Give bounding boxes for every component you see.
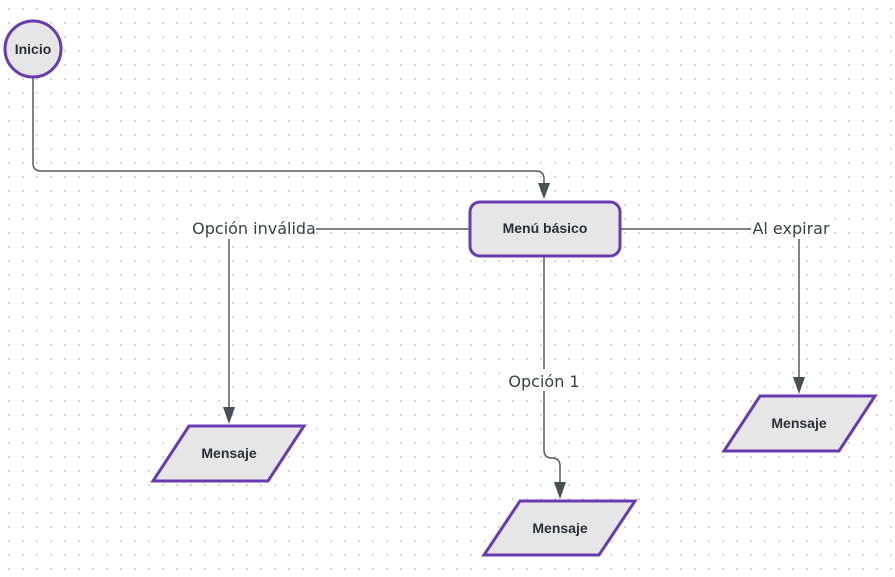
edge-menu-to-option1[interactable]: Opción 1 (505, 256, 583, 499)
node-message-expire-shape (721, 394, 878, 453)
node-message-invalid-shape (150, 424, 307, 483)
node-menu[interactable]: Menú básico (468, 200, 622, 258)
node-message-expire[interactable]: Mensaje (721, 394, 878, 453)
node-menu-label: Menú básico (503, 220, 588, 236)
edge-option1-label: Opción 1 (508, 372, 579, 391)
edge-expire-arrowhead (793, 377, 805, 394)
edge-start-to-menu-arrowhead (538, 183, 550, 199)
edge-expire-label-bg (751, 217, 831, 239)
node-start-label: Inicio (15, 41, 52, 57)
edge-invalid-label-bg (190, 217, 316, 239)
node-message-invalid-label: Mensaje (201, 445, 256, 461)
node-message-option1-shape (481, 499, 638, 557)
edge-expire-label: Al expirar (752, 219, 829, 238)
edge-invalid-line (228, 228, 470, 407)
edge-menu-to-expire[interactable]: Al expirar (620, 217, 831, 394)
edge-invalid-label: Opción inválida (192, 219, 316, 238)
node-start-circle (3, 19, 63, 79)
edge-start-to-menu-line (32, 78, 545, 183)
edge-invalid-arrowhead (223, 407, 235, 424)
edge-option1-label-bg (505, 369, 583, 391)
node-message-invalid[interactable]: Mensaje (150, 424, 307, 483)
edge-start-to-menu[interactable] (32, 78, 550, 199)
node-message-option1[interactable]: Mensaje (481, 499, 638, 557)
edge-menu-to-invalid[interactable]: Opción inválida (190, 217, 470, 424)
node-menu-box (468, 200, 622, 258)
edge-option1-arrowhead (554, 482, 566, 499)
node-message-option1-label: Mensaje (532, 520, 587, 536)
node-start[interactable]: Inicio (3, 19, 63, 79)
edge-option1-line (543, 256, 561, 482)
edge-expire-line (620, 228, 800, 377)
node-message-expire-label: Mensaje (771, 415, 826, 431)
